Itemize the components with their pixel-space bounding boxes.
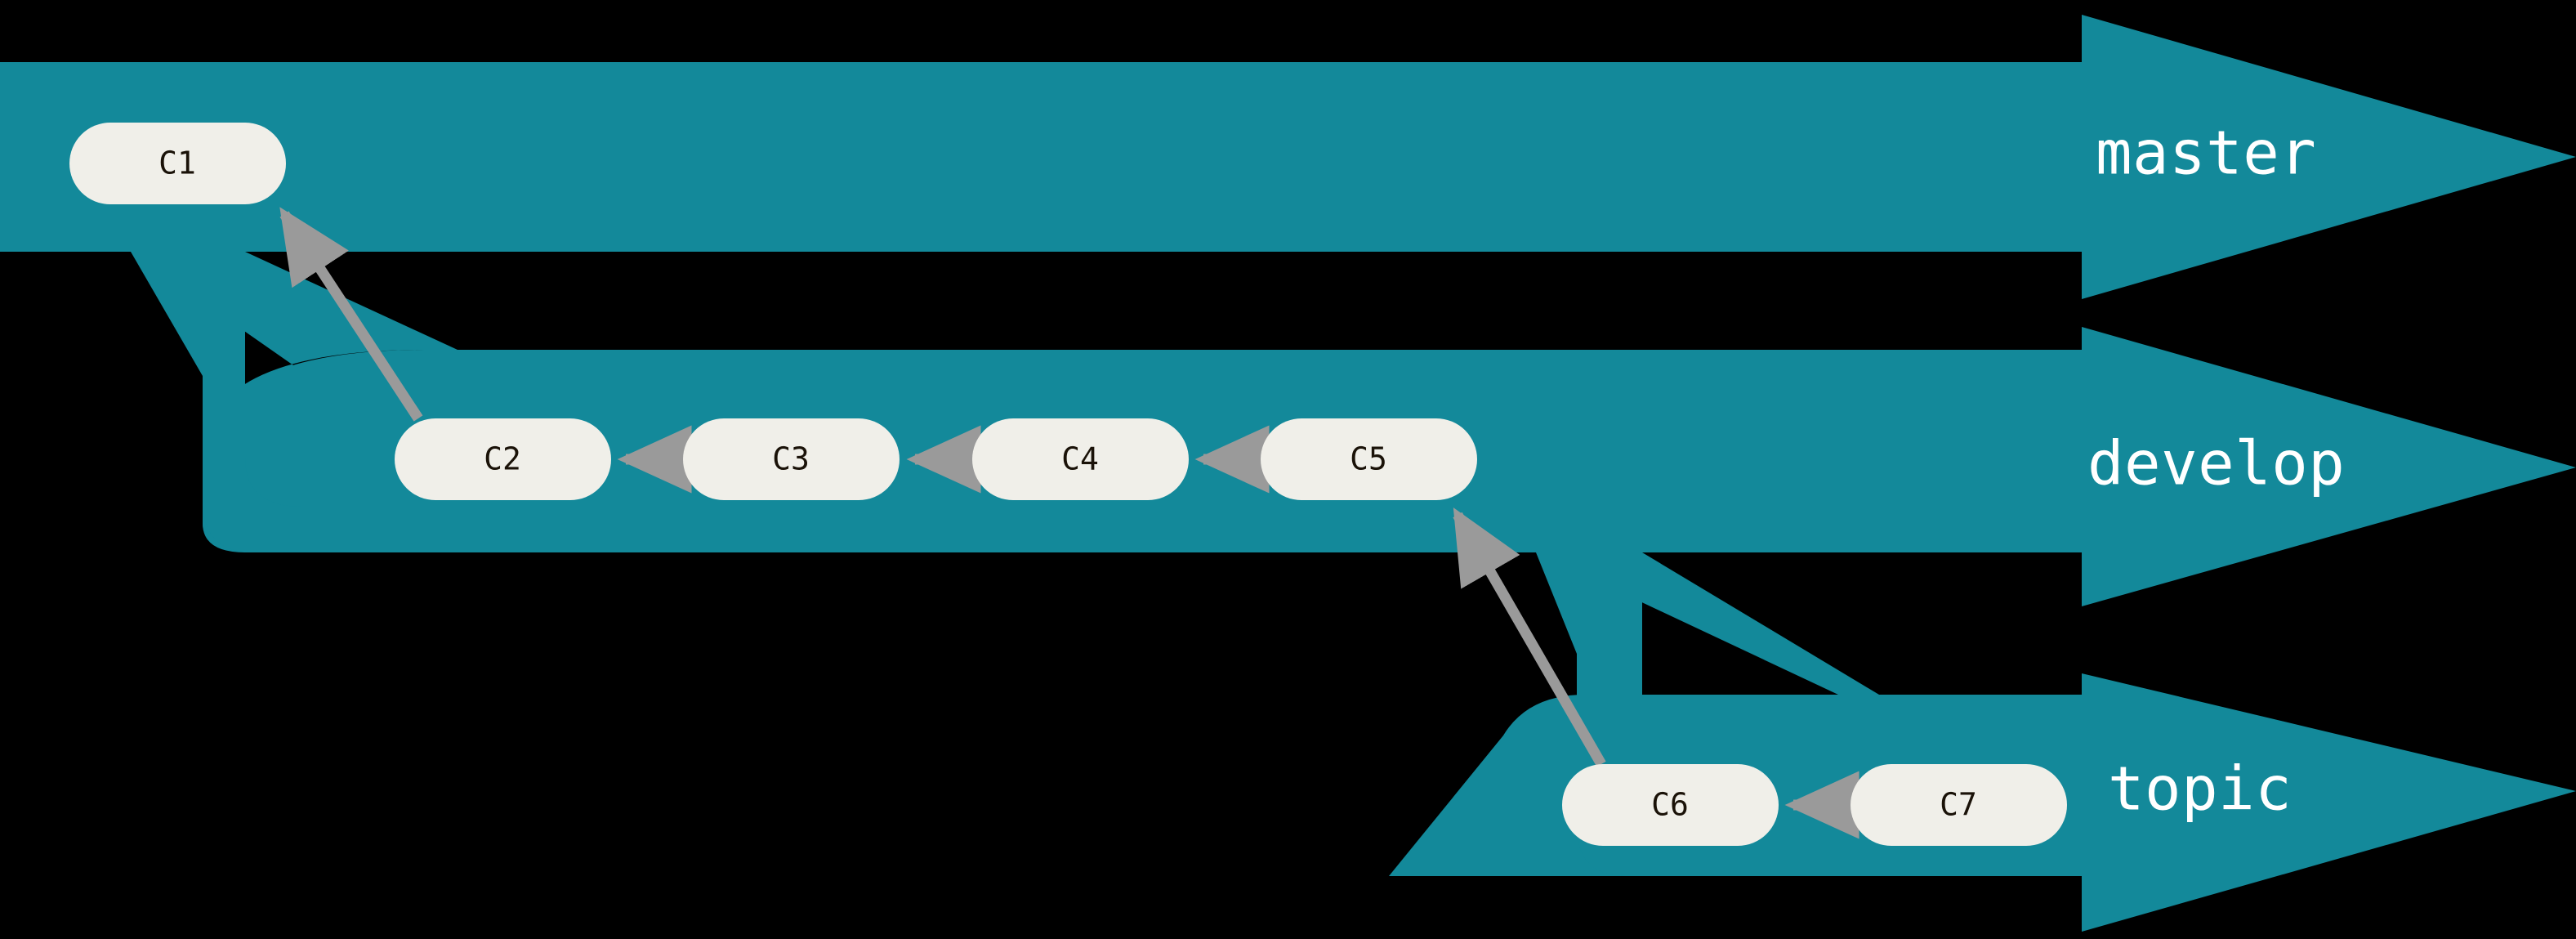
commit-shape — [972, 418, 1189, 500]
commit-label: C7 — [1940, 787, 1977, 823]
commit-label: C6 — [1651, 787, 1689, 823]
develop-lane-hook — [131, 252, 458, 552]
commit-node-c4[interactable]: C4 — [972, 418, 1189, 500]
branch-label-develop: develop — [2087, 429, 2345, 499]
commit-shape — [1562, 764, 1779, 846]
branch-label-master: master — [2096, 118, 2316, 189]
commit-node-c2[interactable]: C2 — [395, 418, 611, 500]
commit-nodes: C1 C2 C3 C4 C5 C6 — [69, 123, 2067, 846]
commit-label: C3 — [772, 441, 810, 477]
edge-c2-to-c1 — [279, 207, 423, 422]
branch-lane-master — [0, 15, 2576, 299]
commit-shape — [1851, 764, 2067, 846]
commit-shape — [395, 418, 611, 500]
commit-node-c6[interactable]: C6 — [1562, 764, 1779, 846]
commit-shape — [69, 123, 286, 204]
branch-labels: master develop topic — [2087, 118, 2345, 825]
commit-label: C2 — [484, 441, 521, 477]
commit-node-c7[interactable]: C7 — [1851, 764, 2067, 846]
commit-node-c5[interactable]: C5 — [1261, 418, 1477, 500]
commit-node-c3[interactable]: C3 — [683, 418, 900, 500]
commit-label: C1 — [158, 145, 196, 181]
commit-label: C5 — [1350, 441, 1387, 477]
edge-c6-to-c5 — [1453, 507, 1606, 767]
commit-edges — [279, 207, 1859, 839]
commit-node-c1[interactable]: C1 — [69, 123, 286, 204]
commit-shape — [683, 418, 900, 500]
commit-label: C4 — [1061, 441, 1099, 477]
commit-shape — [1261, 418, 1477, 500]
branch-label-topic: topic — [2108, 754, 2292, 825]
